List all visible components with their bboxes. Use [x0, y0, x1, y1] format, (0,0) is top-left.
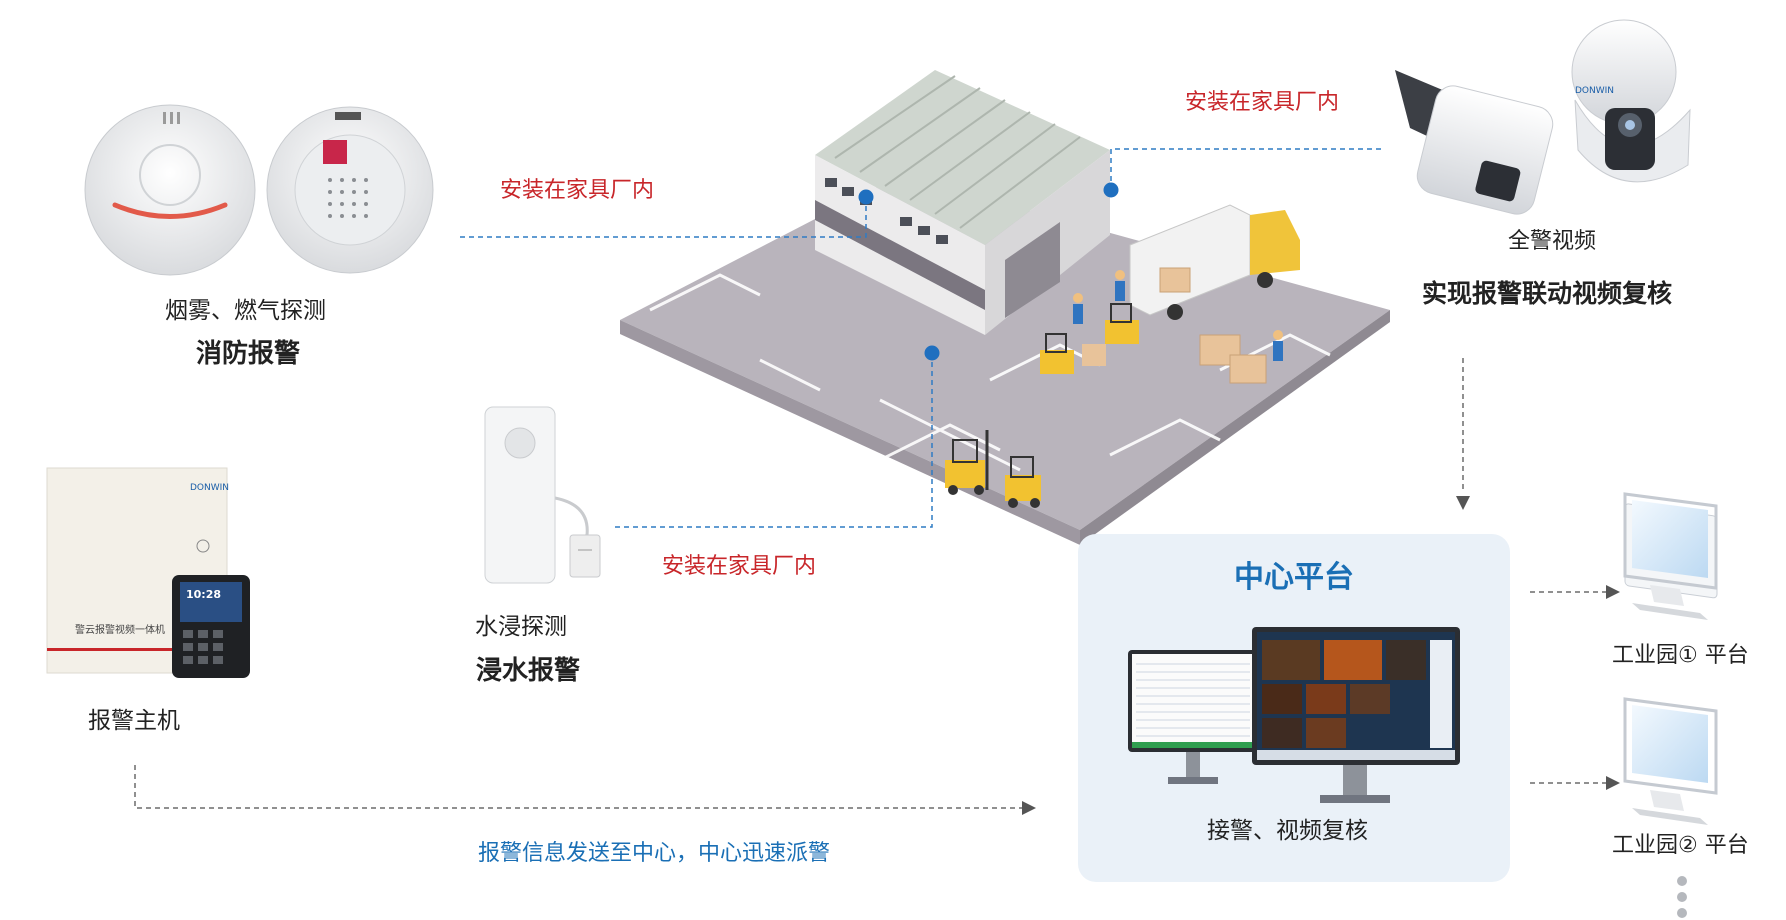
center-platform-desc: 接警、视频复核	[1207, 818, 1368, 844]
roof-ridges	[834, 75, 1081, 229]
flow-arrowheads	[1022, 496, 1620, 815]
host-brand-mark: DONWIN	[190, 483, 229, 493]
send-info-label: 报警信息发送至中心，中心迅速派警	[478, 841, 831, 866]
park1-platform-label: 工业园① 平台	[1612, 643, 1749, 668]
water-alarm-label: 浸水报警	[476, 656, 581, 686]
keypad-clock: 10:28	[186, 588, 221, 601]
truck-cab	[1250, 210, 1300, 275]
cargo-boxes	[1159, 267, 1267, 384]
host-panel-title: 警云报警视频一体机	[75, 623, 165, 636]
install-label-top: 安装在家具厂内	[1185, 90, 1340, 115]
install-label-bottom: 安装在家具厂内	[662, 554, 817, 579]
camera-brand-mark: DONWIN	[1575, 86, 1614, 96]
forklifts	[945, 303, 1139, 508]
loading-door	[1005, 222, 1060, 318]
workers	[1073, 270, 1283, 361]
camera-desc-label: 实现报警联动视频复核	[1422, 279, 1673, 308]
park2-monitor	[1623, 697, 1718, 825]
alarm-host-label: 报警主机	[88, 708, 180, 734]
install-label-left: 安装在家具厂内	[500, 178, 655, 203]
parking-lot-edge-right	[1080, 310, 1390, 545]
bullet-camera-body	[1416, 85, 1554, 215]
smoke-alarm-label: 消防报警	[196, 339, 301, 369]
connector-dots	[858, 182, 1119, 361]
water-device-label: 水浸探测	[475, 614, 567, 640]
center-platform-title: 中心平台	[1234, 560, 1354, 595]
camera-devices: DONWIN	[1395, 19, 1691, 215]
park1-monitor	[1623, 492, 1718, 620]
park2-platform-label: 工业园② 平台	[1612, 833, 1749, 858]
parking-lot-edge-left	[620, 320, 1080, 545]
center-monitors	[1128, 627, 1460, 803]
more-platforms-ellipsis	[1677, 876, 1687, 918]
smoke-detector-2	[266, 106, 434, 274]
alarm-host-device: DONWIN 警云报警视频一体机 10:28	[46, 467, 250, 678]
water-detector-device	[484, 406, 601, 584]
smoke-detector-1	[84, 104, 256, 276]
detector-label-sticker	[323, 140, 347, 164]
smoke-device-label: 烟雾、燃气探测	[165, 298, 326, 324]
wall-stripe	[815, 200, 985, 310]
roof	[815, 70, 1110, 245]
warehouse-scene	[620, 70, 1390, 545]
building	[815, 70, 1110, 335]
flow-arrows	[134, 358, 1606, 809]
camera-name-label: 全警视频	[1508, 229, 1597, 254]
install-connectors	[460, 148, 1384, 528]
